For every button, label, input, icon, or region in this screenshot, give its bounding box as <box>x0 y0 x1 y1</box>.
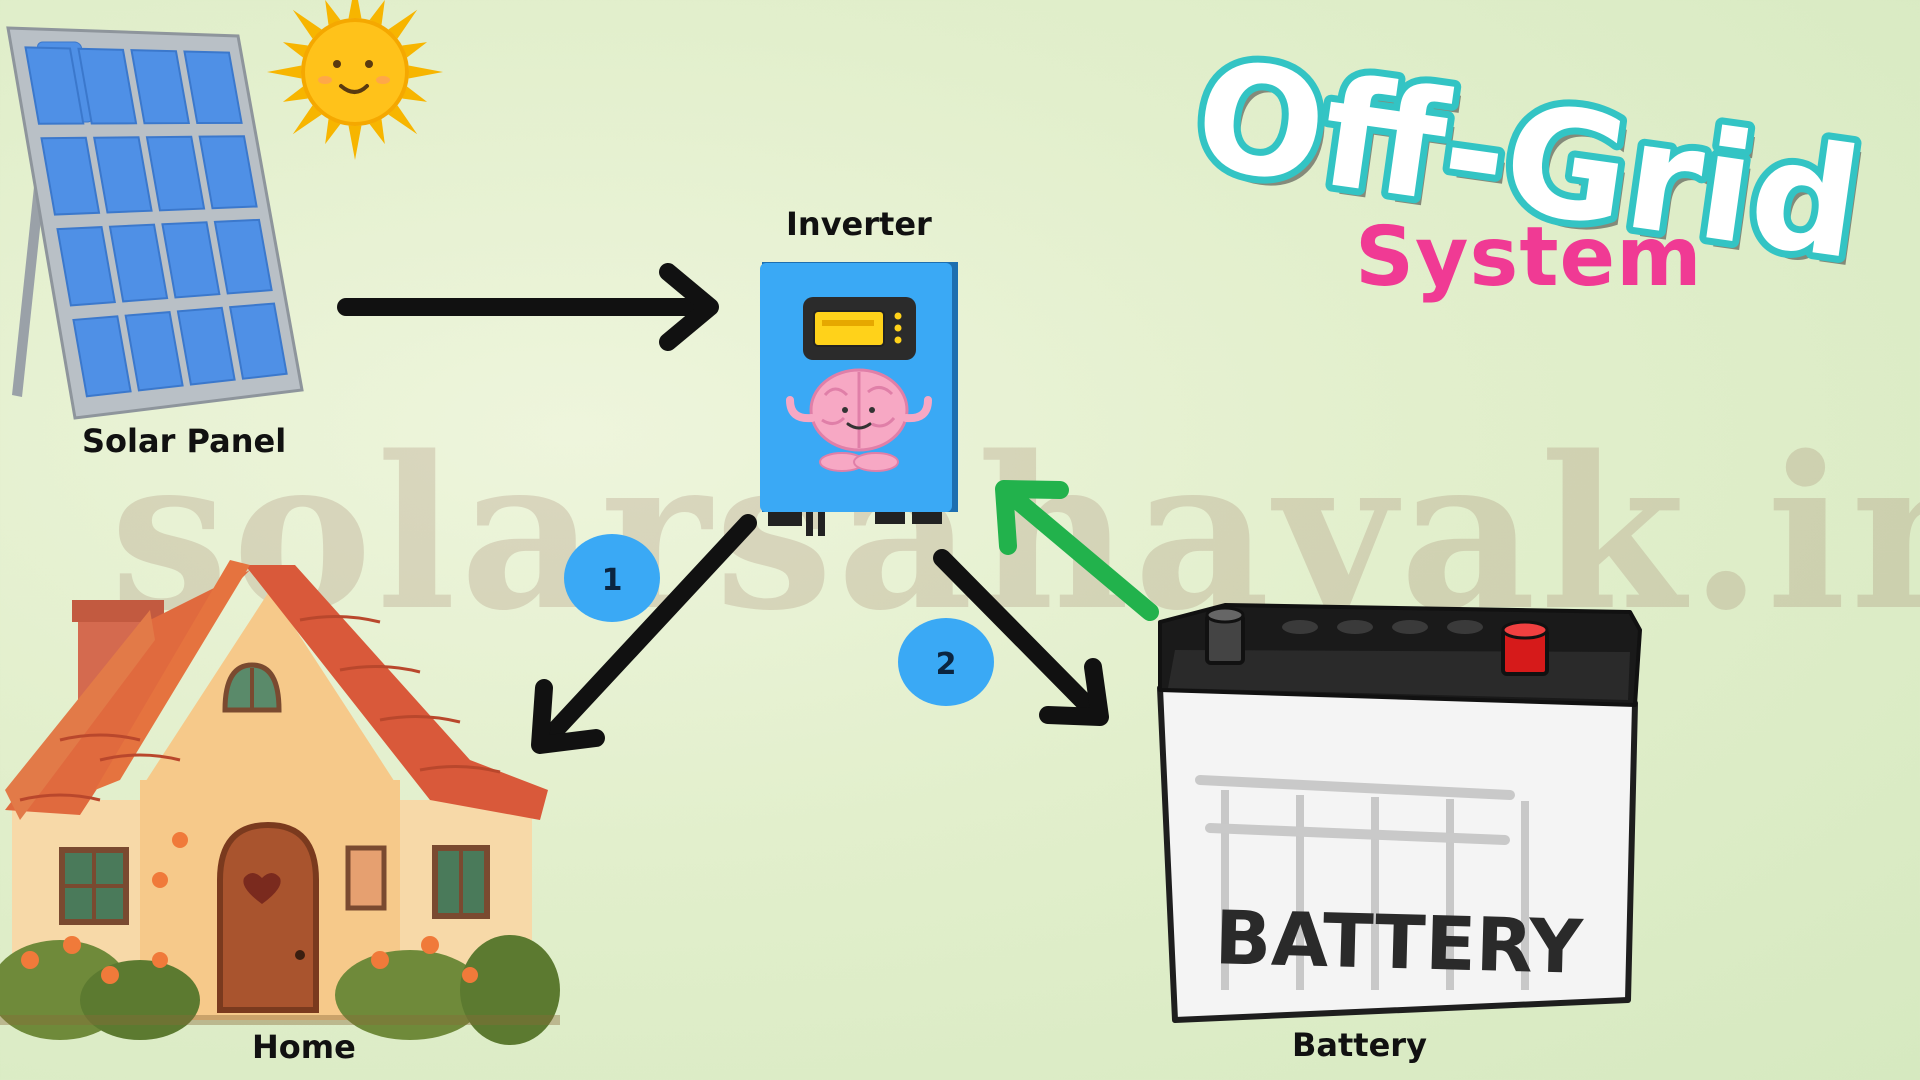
sun-ray <box>282 42 308 58</box>
solar-cell <box>228 302 288 380</box>
step-badge-1: 1 <box>564 534 660 622</box>
brain-icon <box>786 368 932 472</box>
sun-ray <box>267 65 302 79</box>
solar-cell <box>176 306 236 386</box>
sun-ray <box>325 0 341 25</box>
solar-cell <box>161 221 221 299</box>
label-solar-panel: Solar Panel <box>82 422 287 460</box>
arrow-inverter-to-battery <box>933 549 1109 726</box>
step-badge-2-label: 2 <box>936 647 957 682</box>
solar-cell <box>72 315 132 398</box>
sun-ray <box>292 9 322 39</box>
solar-cell <box>145 135 206 212</box>
solar-cell <box>108 223 169 303</box>
sun-ray <box>325 119 341 145</box>
solar-panel-icon <box>6 26 304 420</box>
solar-cell <box>40 136 101 216</box>
sun-ray <box>282 86 308 102</box>
sun-ray <box>292 105 322 135</box>
solar-cell <box>130 49 191 125</box>
sun-icon <box>267 0 443 160</box>
solar-cell <box>56 226 116 307</box>
label-battery: Battery <box>1292 1026 1427 1064</box>
solar-cell <box>124 311 184 392</box>
solar-cell <box>24 46 85 125</box>
label-home: Home <box>252 1028 356 1066</box>
sun-ray <box>348 125 362 160</box>
sun-ray <box>369 119 385 145</box>
arrow-inverter-to-home <box>531 514 757 754</box>
step-badge-2: 2 <box>898 618 994 706</box>
step-badge-1-label: 1 <box>602 563 623 598</box>
sun-ray <box>348 0 362 19</box>
sun-ray <box>402 86 428 102</box>
battery-icon: BATTERY <box>1157 603 1642 1023</box>
sun-ray <box>402 42 428 58</box>
solar-cell <box>198 135 258 210</box>
sun-ray <box>408 65 443 79</box>
sun-ray <box>369 0 385 25</box>
arrow-battery-to-inverter <box>995 480 1159 621</box>
solar-cell <box>213 218 273 295</box>
label-inverter: Inverter <box>786 205 932 243</box>
sun-ray <box>388 105 418 135</box>
title-system: System <box>1355 210 1703 305</box>
house-icon <box>0 560 560 1045</box>
battery-print-label: BATTERY <box>1214 895 1585 991</box>
arrow-solar-to-inverter <box>337 263 719 351</box>
sun-ray <box>388 9 418 39</box>
solar-cell <box>93 136 153 214</box>
solar-cell <box>183 50 243 125</box>
inverter-icon <box>760 262 958 536</box>
solar-cell <box>77 47 138 125</box>
